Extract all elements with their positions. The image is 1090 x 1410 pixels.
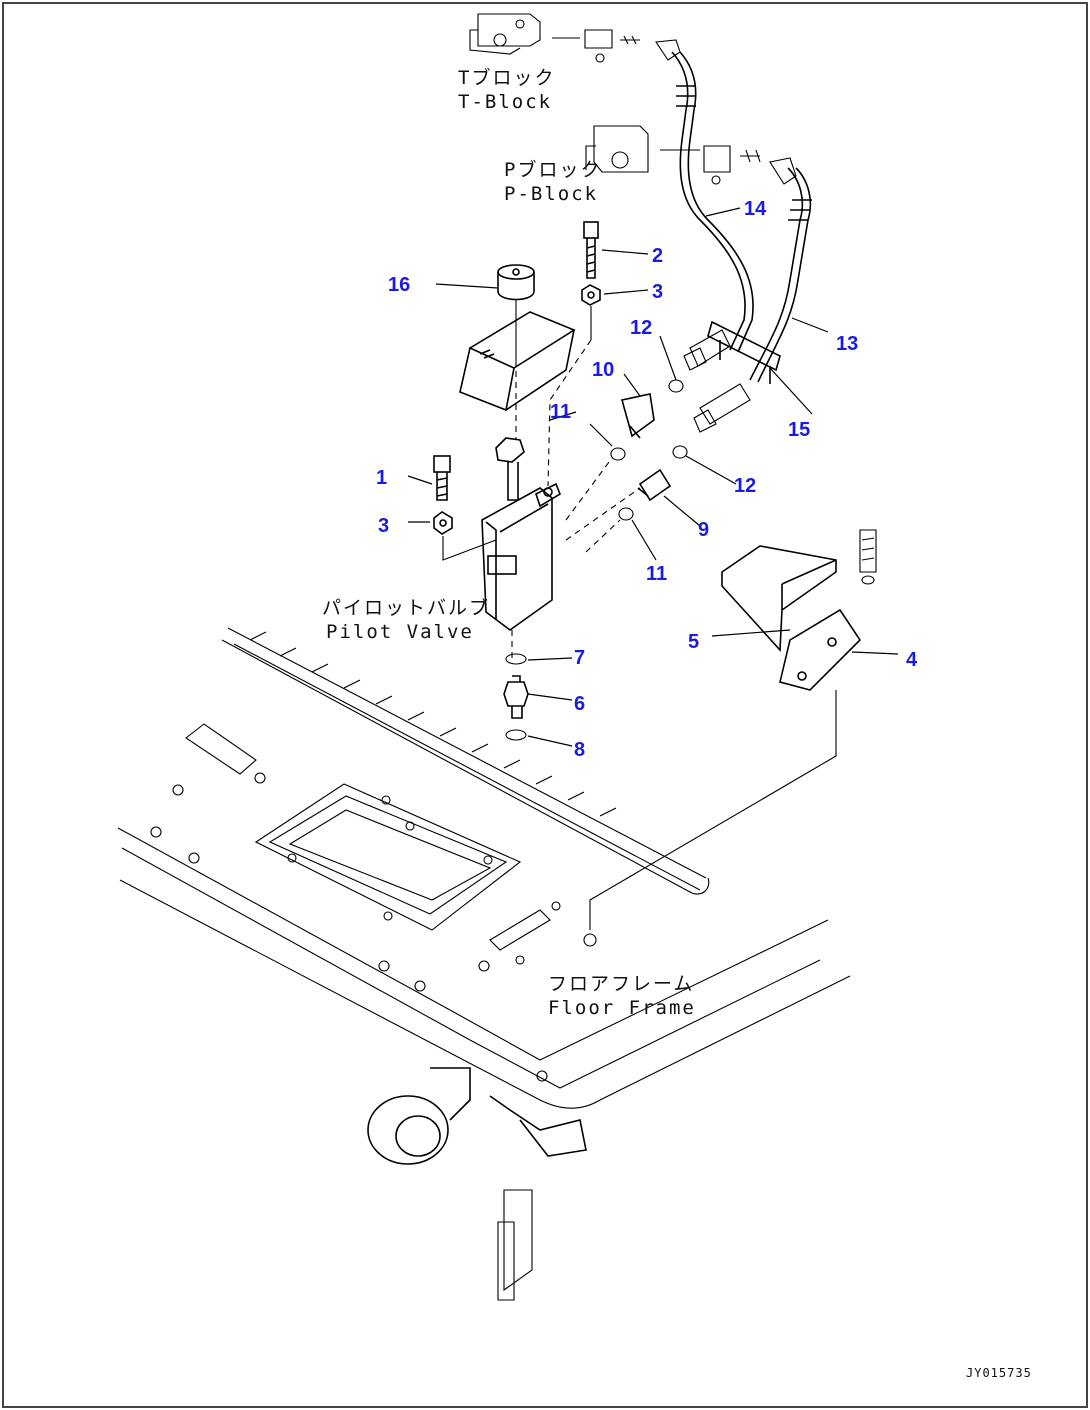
- part-labels: Tブロック T-Block Pブロック P-Block パイロットバルブ Pil…: [322, 66, 1032, 1380]
- callout-5: 5: [688, 631, 699, 653]
- callout-3-top: 3: [652, 281, 663, 303]
- elbow-10: [621, 393, 655, 439]
- nut-3-top: [581, 284, 601, 340]
- elbow-9: [637, 468, 672, 502]
- callout-3-left: 3: [378, 515, 389, 537]
- part-16-knob: [459, 264, 576, 412]
- assembly-lines: [511, 339, 641, 660]
- callout-7: 7: [574, 647, 585, 669]
- pilot-valve-label-en: Pilot Valve: [326, 621, 474, 643]
- t-block-drawing: [469, 13, 681, 63]
- hose-14: [671, 51, 754, 353]
- frame-pivot: [367, 1067, 587, 1301]
- p-block-drawing: [585, 125, 797, 185]
- callout-10: 10: [592, 359, 614, 381]
- pilot-valve-label-jp: パイロットバルブ: [322, 596, 490, 619]
- leader-lines: [407, 207, 899, 747]
- callout-2: 2: [652, 245, 663, 267]
- t-block-label-jp: Tブロック: [458, 66, 555, 89]
- hose-fittings: [683, 329, 751, 433]
- drawing-code: JY015735: [966, 1366, 1032, 1380]
- callout-11-bottom: 11: [646, 563, 667, 585]
- callout-12-right: 12: [734, 475, 756, 497]
- fitting-6: [503, 675, 529, 719]
- callout-1: 1: [376, 467, 387, 489]
- bolt-plate-4: [583, 529, 877, 947]
- floor-frame: [117, 627, 851, 1109]
- bolt-2: [583, 221, 599, 279]
- floor-frame-label-en: Floor Frame: [548, 997, 696, 1019]
- clamp-15: [707, 320, 781, 384]
- nut-3-left: [433, 511, 497, 561]
- callout-9: 9: [698, 519, 709, 541]
- t-block-label-en: T-Block: [458, 91, 552, 113]
- p-block-label-jp: Pブロック: [504, 158, 601, 181]
- callout-8: 8: [574, 739, 585, 761]
- floor-frame-label-jp: フロアフレーム: [548, 973, 694, 995]
- callout-14: 14: [744, 198, 767, 220]
- callout-11-top: 11: [550, 401, 571, 423]
- callout-6: 6: [574, 693, 585, 715]
- callout-12-top: 12: [630, 317, 652, 339]
- o-ring-8: [505, 729, 527, 741]
- callout-16: 16: [388, 274, 410, 296]
- pilot-valve: [481, 437, 561, 631]
- bracket-5: [721, 545, 862, 691]
- callout-4: 4: [906, 649, 918, 671]
- p-block-label-en: P-Block: [504, 183, 598, 205]
- bolt-1: [433, 455, 451, 501]
- callout-13: 13: [836, 333, 858, 355]
- callouts: 1 2 3 3 4 5 6 7 8 9 10 11 11 12 12 13 14…: [376, 198, 918, 761]
- o-ring-7: [505, 653, 527, 665]
- callout-15: 15: [788, 419, 810, 441]
